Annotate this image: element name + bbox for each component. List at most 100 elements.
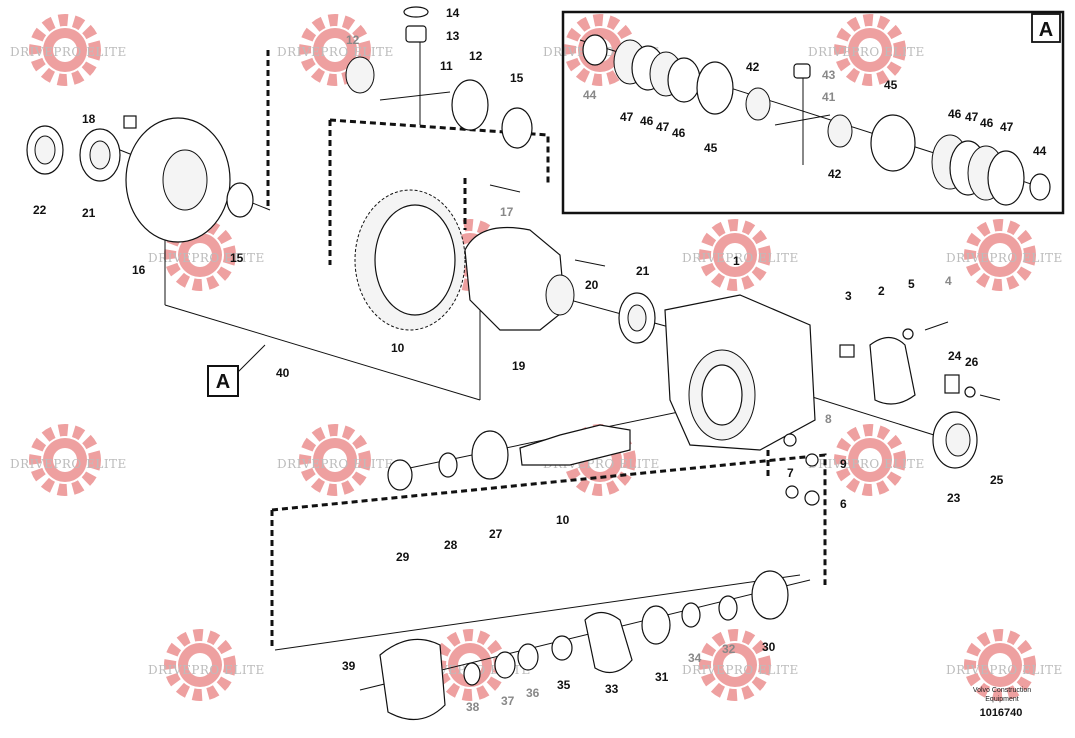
callout-35: 35 — [557, 678, 571, 692]
bolt-18 — [123, 115, 137, 129]
callout-6: 6 — [840, 497, 847, 511]
callout-32: 32 — [722, 642, 736, 656]
watermark-text: DRIVEPRO ELITE — [682, 251, 799, 265]
washer-15 — [501, 107, 533, 149]
callout-16: 16 — [132, 263, 146, 277]
nut-35 — [551, 635, 573, 661]
watermark-text: DRIVEPRO ELITE — [808, 45, 925, 59]
callout-33: 33 — [605, 682, 619, 696]
callout-9: 9 — [840, 457, 847, 471]
callout-17: 17 — [500, 205, 514, 219]
credit-line2: Equipment — [985, 696, 1019, 703]
callout-11: 11 — [440, 59, 453, 73]
callout-39: 39 — [342, 659, 356, 673]
callout-3: 3 — [845, 289, 852, 303]
callout-47: 47 — [656, 120, 670, 134]
spacer-34 — [681, 602, 701, 628]
callout-24: 24 — [948, 349, 962, 363]
callout-14: 14 — [446, 6, 460, 20]
callout-45: 45 — [704, 141, 718, 155]
plug-8 — [783, 433, 797, 447]
callout-12: 12 — [346, 33, 360, 47]
bushing-3 — [839, 344, 855, 358]
callout-15: 15 — [230, 251, 244, 265]
callout-41: 41 — [822, 90, 836, 104]
bolt-25 — [979, 394, 1001, 401]
publisher-credit: Volvo Construction Equipment 1016740 — [973, 687, 1031, 719]
callout-47: 47 — [965, 110, 979, 124]
pinion-shaft-10 — [519, 424, 631, 466]
pinion-13 — [405, 25, 427, 43]
watermark-text: DRIVEPRO ELITE — [946, 663, 1063, 677]
watermark-text: DRIVEPRO ELITE — [808, 457, 925, 471]
callout-37: 37 — [501, 694, 515, 708]
watermark-text: DRIVEPRO ELITE — [682, 663, 799, 677]
ring-32 — [718, 595, 738, 621]
callout-22: 22 — [33, 203, 47, 217]
watermark-text: DRIVEPRO ELITE — [148, 663, 265, 677]
callout-18: 18 — [82, 112, 96, 126]
pinion-43 — [793, 63, 811, 79]
section-a-marker — [207, 365, 239, 397]
callout-42: 42 — [828, 167, 842, 181]
watermark-text: DRIVEPRO ELITE — [277, 457, 394, 471]
washer-44 — [582, 34, 608, 66]
bearing-31 — [641, 605, 671, 645]
side-gear-42 — [745, 87, 771, 121]
washer-26 — [964, 386, 976, 398]
callout-13: 13 — [446, 29, 460, 43]
plug-6 — [804, 490, 820, 506]
callout-28: 28 — [444, 538, 458, 552]
callout-4: 4 — [945, 274, 952, 288]
callout-46: 46 — [980, 116, 994, 130]
washer-5 — [902, 328, 914, 340]
callout-47: 47 — [1000, 120, 1014, 134]
bearing-30 — [751, 570, 789, 620]
shim-28 — [438, 452, 458, 478]
o-ring-38 — [463, 662, 481, 686]
callout-7: 7 — [787, 466, 794, 480]
callout-34: 34 — [688, 651, 702, 665]
callout-29: 29 — [396, 550, 410, 564]
inset-label: A — [1039, 19, 1053, 41]
pressure-plate-45 — [870, 114, 916, 172]
watermark-text: DRIVEPRO ELITE — [10, 45, 127, 59]
seal-29 — [387, 459, 413, 491]
callout-26: 26 — [965, 355, 979, 369]
seal-7 — [785, 485, 799, 499]
callout-10: 10 — [391, 341, 405, 355]
flange-33 — [584, 611, 633, 674]
callout-20: 20 — [585, 278, 599, 292]
inset-label-box — [1031, 13, 1061, 43]
washer-44 — [1029, 173, 1051, 201]
watermark-text: DRIVEPRO ELITE — [10, 457, 127, 471]
gear-12 — [451, 79, 489, 131]
plug-9 — [805, 453, 819, 467]
callout-45: 45 — [884, 78, 898, 92]
callout-30: 30 — [762, 640, 776, 654]
callout-27: 27 — [489, 527, 503, 541]
bearing-27 — [471, 430, 509, 480]
callout-8: 8 — [825, 412, 832, 426]
callout-44: 44 — [1033, 144, 1047, 158]
callout-47: 47 — [620, 110, 634, 124]
bearing-cap-2 — [869, 336, 916, 405]
watermark-text: DRIVEPRO ELITE — [148, 251, 265, 265]
washer-14 — [403, 6, 429, 18]
drawing-code: 1016740 — [980, 707, 1023, 719]
seal-15 — [226, 182, 254, 218]
watermark-text: DRIVEPRO ELITE — [277, 45, 394, 59]
callout-36: 36 — [526, 686, 540, 700]
callout-38: 38 — [466, 700, 480, 714]
diff-case-19 — [464, 226, 566, 331]
callout-31: 31 — [655, 670, 669, 684]
callout-15: 15 — [510, 71, 524, 85]
callout-40: 40 — [276, 366, 290, 380]
callout-19: 19 — [512, 359, 526, 373]
callout-12: 12 — [469, 49, 483, 63]
inset-a-detail: A — [561, 10, 1065, 215]
disc-47 — [987, 150, 1025, 206]
bolt-4 — [924, 321, 949, 331]
